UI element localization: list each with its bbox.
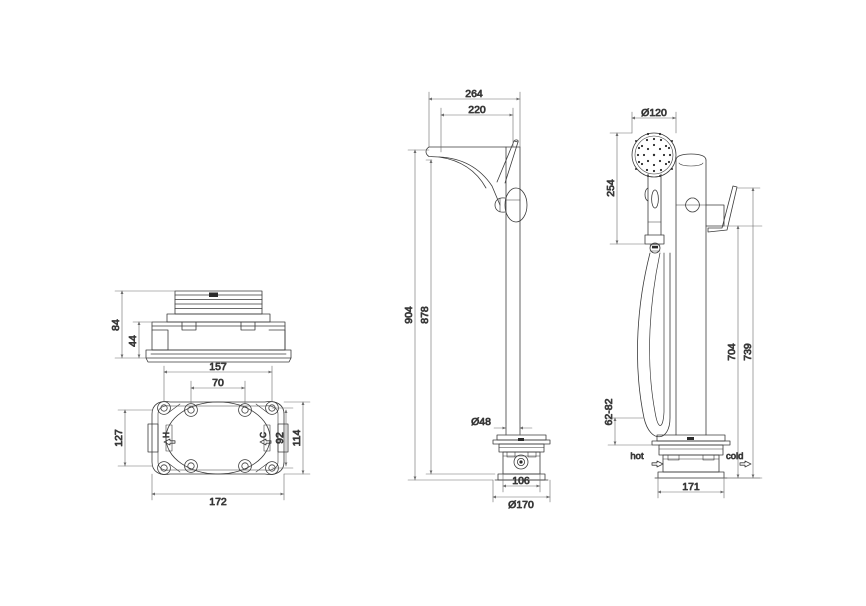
plan-hot-port-label: H bbox=[162, 432, 171, 438]
dim-shower-704: 704 bbox=[726, 343, 738, 361]
cold-supply-label: cold bbox=[726, 451, 743, 462]
dim-shower-d120: Ø120 bbox=[641, 107, 667, 119]
dim-mixer-878: 878 bbox=[419, 306, 431, 324]
dim-shower-739: 739 bbox=[742, 343, 754, 361]
floor-mixer-geometry bbox=[425, 139, 551, 481]
dim-elevation-44: 44 bbox=[127, 335, 139, 347]
floor-mixer-shower-dimensions bbox=[607, 111, 763, 499]
floor-mixer-shower-geometry bbox=[631, 132, 738, 479]
hot-supply-label: hot bbox=[630, 451, 644, 462]
dim-plan-157: 157 bbox=[209, 361, 227, 373]
dim-shower-62-82: 62-82 bbox=[603, 398, 615, 425]
plan-port-markers bbox=[163, 438, 272, 446]
dim-mixer-264: 264 bbox=[465, 88, 483, 100]
dim-plan-127: 127 bbox=[113, 429, 125, 447]
dim-elevation-84: 84 bbox=[110, 319, 122, 331]
dim-mixer-106: 106 bbox=[512, 475, 530, 487]
dim-plan-172: 172 bbox=[209, 496, 227, 508]
dim-plan-70: 70 bbox=[212, 377, 224, 389]
concealed-body-elevation-geometry bbox=[145, 290, 292, 363]
concealed-body-elevation-dimensions bbox=[114, 290, 176, 359]
plan-cold-port-label: C bbox=[259, 432, 268, 438]
dim-mixer-d48: Ø48 bbox=[471, 416, 491, 428]
dim-shower-254: 254 bbox=[605, 179, 617, 197]
dim-mixer-d170: Ø170 bbox=[508, 499, 534, 511]
dim-plan-114: 114 bbox=[291, 429, 303, 446]
floor-mixer-dimensions bbox=[407, 91, 551, 503]
concealed-body-plan-dimensions bbox=[117, 365, 311, 501]
dim-plan-92: 92 bbox=[274, 432, 286, 444]
dim-shower-171: 171 bbox=[682, 481, 700, 493]
dim-mixer-220: 220 bbox=[468, 104, 486, 116]
dim-mixer-904: 904 bbox=[403, 306, 415, 324]
